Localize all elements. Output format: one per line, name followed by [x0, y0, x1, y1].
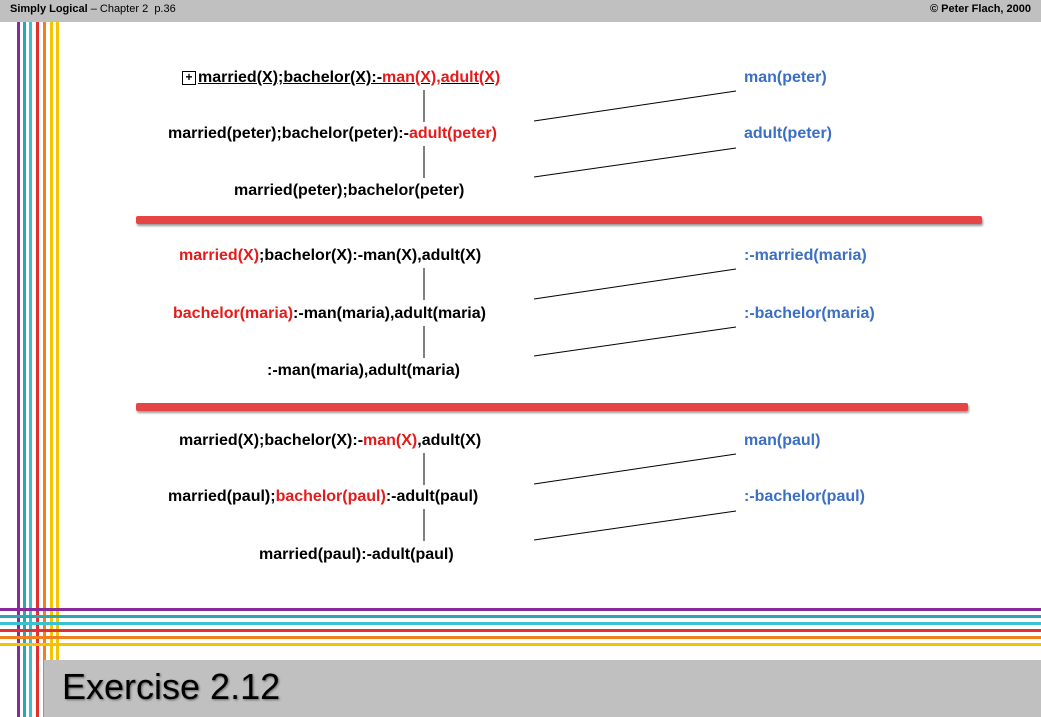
diagonal-connector — [533, 268, 737, 300]
s3-goal-1-part-c: ,adult(X) — [417, 432, 482, 449]
s2-fact-1: :-married(maria) — [744, 247, 867, 264]
s2-goal-1: married(X);bachelor(X):-man(X),adult(X) — [179, 247, 481, 265]
s3-fact-2: :-bachelor(paul) — [744, 488, 865, 505]
s3-goal-3: married(paul):-adult(paul) — [259, 546, 454, 563]
s2-goal-2: bachelor(maria):-man(maria),adult(maria) — [173, 305, 486, 323]
diagonal-connector — [533, 326, 737, 357]
s2-goal-3: :-man(maria),adult(maria) — [267, 362, 460, 379]
s1-goal-1-part-b: man(X),adult(X) — [382, 69, 501, 86]
s3-goal-2-part-c: :-adult(paul) — [385, 488, 479, 505]
s1-goal-3: married(peter);bachelor(peter) — [234, 182, 465, 199]
stripe — [0, 622, 1041, 625]
stripe — [0, 629, 1041, 632]
diagonal-connector — [533, 453, 737, 485]
page-number: p.36 — [154, 3, 176, 15]
s3-goal-1: married(X);bachelor(X):-man(X),adult(X) — [179, 432, 481, 450]
s2-goal-1-part-b: ;bachelor(X):-man(X),adult(X) — [259, 247, 482, 264]
footer-bar: Exercise 2.12 — [44, 660, 1041, 717]
s2-fact-2: :-bachelor(maria) — [744, 305, 875, 322]
s1-goal-1-part-a: married(X);bachelor(X):- — [198, 69, 383, 86]
chapter-label: – Chapter 2 — [90, 3, 149, 15]
copyright: © Peter Flach, 2000 — [929, 3, 1031, 15]
s3-goal-2-part-a: married(paul); — [168, 488, 276, 505]
s3-goal-2: married(paul);bachelor(paul):-adult(paul… — [168, 488, 478, 506]
header-bar: Simply Logical – Chapter 2 p.36 © Peter … — [0, 0, 1041, 22]
plus-box-icon: + — [182, 71, 196, 85]
diagonal-connector — [533, 510, 737, 541]
exercise-title: Exercise 2.12 — [62, 666, 281, 707]
stripe — [0, 643, 1041, 646]
diagonal-connector — [533, 90, 737, 122]
s1-goal-2: married(peter);bachelor(peter):-adult(pe… — [168, 125, 497, 143]
s2-goal-2-part-b: :-man(maria),adult(maria) — [293, 305, 486, 322]
s3-goal-1-part-a: married(X);bachelor(X):- — [179, 432, 364, 449]
book-title: Simply Logical — [10, 3, 88, 15]
s3-fact-1: man(paul) — [744, 432, 821, 449]
s1-goal-1: +married(X);bachelor(X):-man(X),adult(X) — [182, 69, 500, 87]
s2-goal-1-part-a: married(X) — [179, 247, 260, 264]
s1-fact-2: adult(peter) — [744, 125, 832, 142]
header-left: Simply Logical – Chapter 2 p.36 — [10, 3, 176, 15]
stripe — [0, 608, 1041, 611]
section-divider — [136, 216, 982, 224]
stripe — [36, 22, 39, 717]
stripe — [29, 22, 32, 717]
stripe — [50, 22, 53, 717]
decorative-vertical-stripes — [0, 22, 70, 717]
stripe — [0, 636, 1041, 639]
s1-goal-2-part-a: married(peter);bachelor(peter):- — [168, 125, 409, 142]
diagonal-connector — [533, 147, 737, 178]
decorative-horizontal-stripes — [0, 606, 1041, 652]
section-divider — [136, 403, 968, 411]
stripe — [17, 22, 20, 717]
stripe — [43, 22, 46, 717]
stripe — [23, 22, 26, 717]
stripe — [0, 615, 1041, 618]
s2-goal-2-part-a: bachelor(maria) — [173, 305, 294, 322]
s1-fact-1: man(peter) — [744, 69, 827, 86]
s3-goal-2-part-b: bachelor(paul) — [275, 488, 386, 505]
stripe — [56, 22, 59, 717]
s1-goal-2-part-b: adult(peter) — [408, 125, 497, 142]
s3-goal-1-part-b: man(X) — [363, 432, 418, 449]
